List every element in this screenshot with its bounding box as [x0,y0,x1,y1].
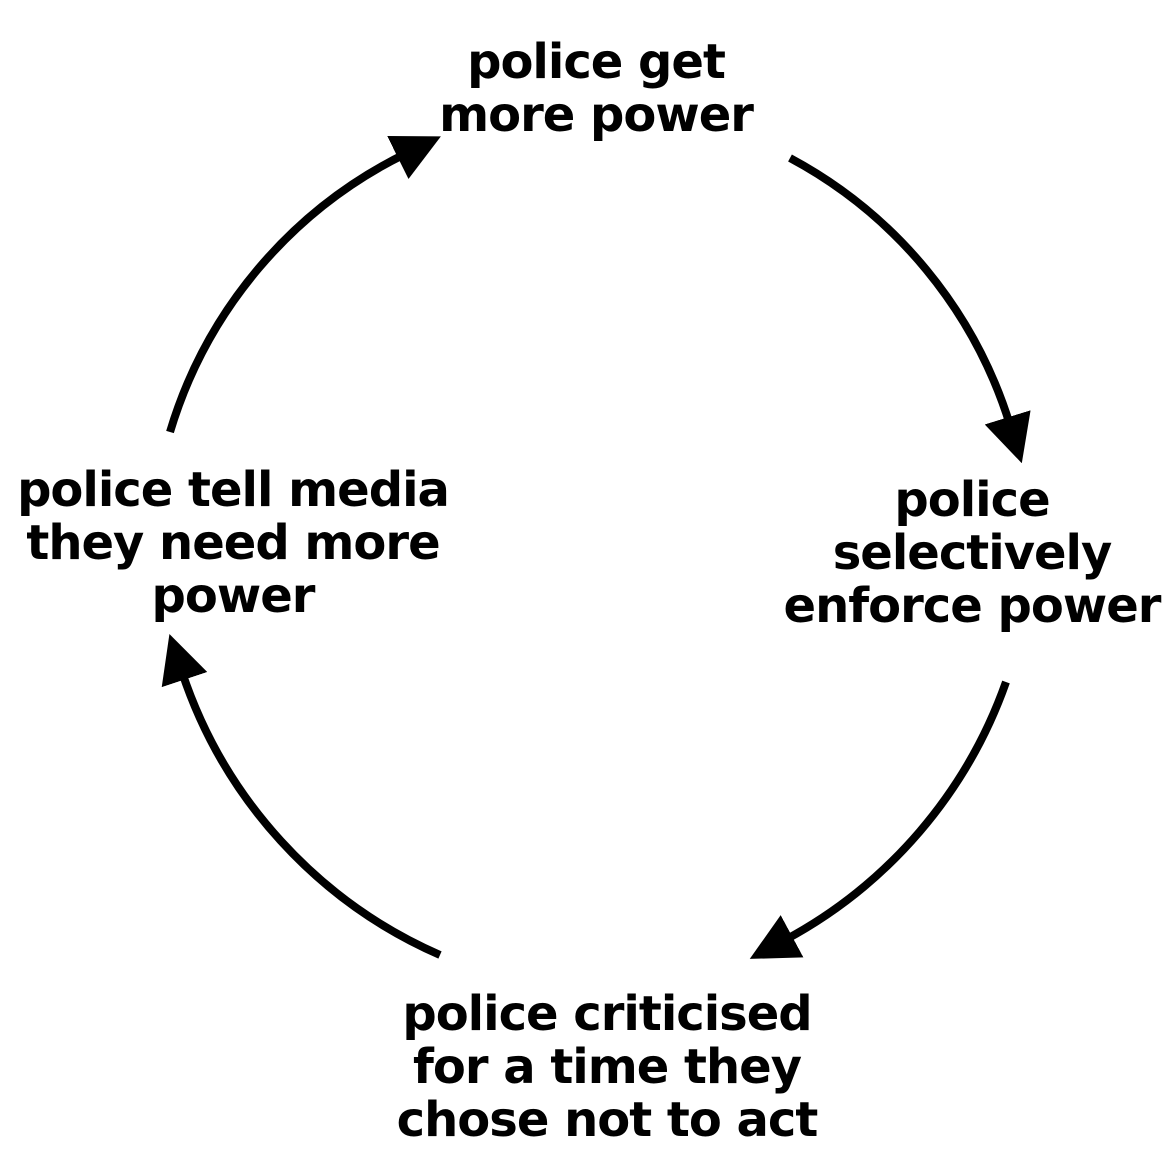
node-right-line-1: police [894,472,1050,528]
arrow-top-to-right [788,154,1031,464]
node-police-criticised: police criticised for a time they chose … [362,988,852,1147]
node-right-line-3: enforce power [783,578,1162,634]
node-bottom-line-1: police criticised [402,986,812,1042]
node-bottom-line-3: chose not to act [396,1092,819,1148]
node-police-selectively-enforce-power: police selectively enforce power [768,474,1176,633]
node-right-line-2: selectively [832,525,1113,581]
node-police-tell-media: police tell media they need more power [8,464,458,623]
node-top-line-1: police get [467,34,726,90]
node-top-line-2: more power [439,87,754,143]
node-left-line-3: power [151,568,316,624]
arrow-left-to-top [166,136,441,434]
node-left-line-2: they need more [26,515,440,571]
arrow-bottom-to-left [161,634,442,959]
node-left-line-1: police tell media [17,462,450,518]
node-bottom-line-2: for a time they [413,1039,802,1095]
arrow-right-to-bottom [749,680,1010,959]
node-police-get-more-power: police get more power [396,36,796,142]
